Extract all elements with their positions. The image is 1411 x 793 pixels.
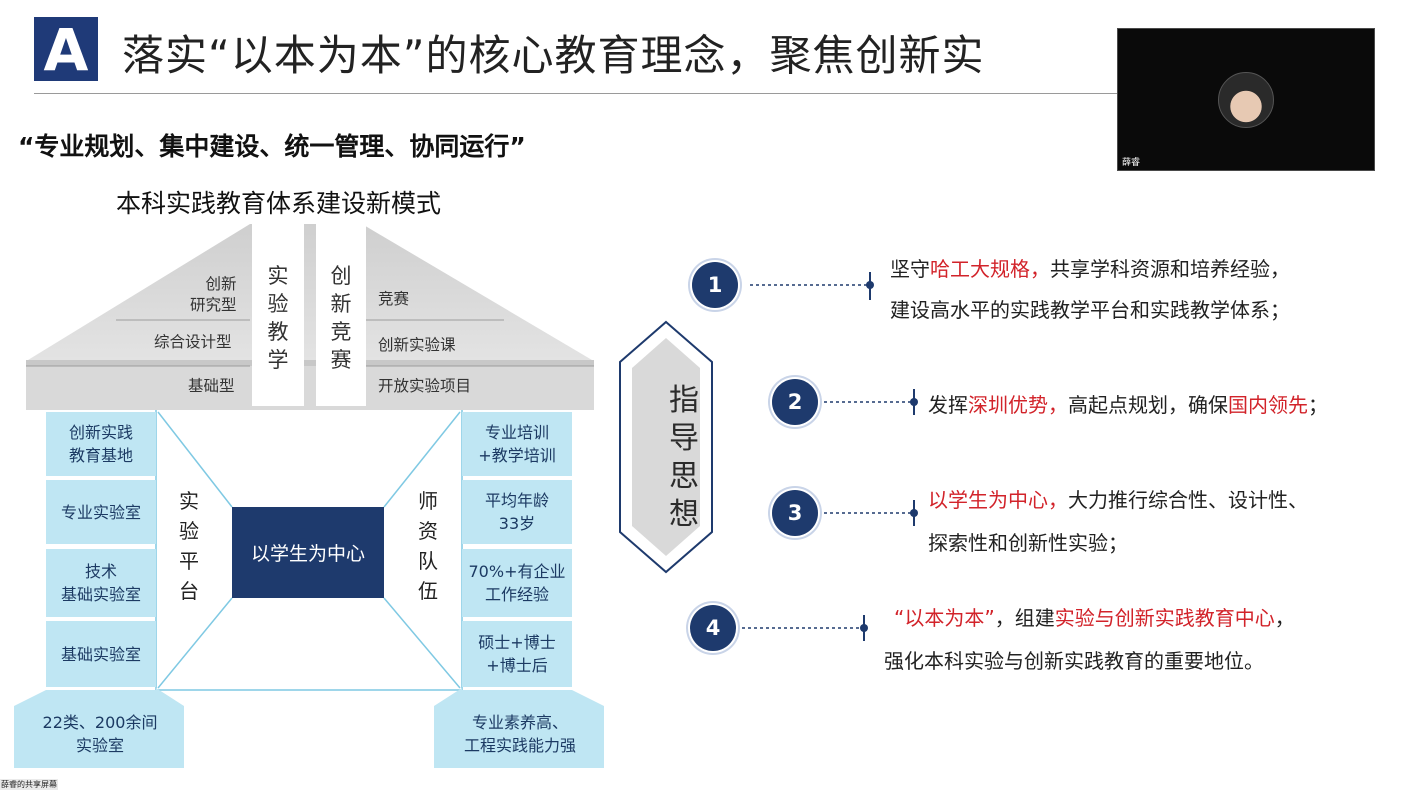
guide-item-2-number: 2 [772, 379, 818, 425]
guide-item-2-line1: 发挥深圳优势，高起点规划，确保国内领先； [928, 393, 1328, 417]
participant-avatar [1218, 72, 1274, 128]
roof-label-innov-course: 创新实验课 [378, 336, 456, 354]
roof-label-design: 综合设计型 [154, 333, 232, 351]
house-diagram: 创新 研究型 综合设计型 基础型 竞赛 创新实验课 开放实验项目 实验 教学 创… [0, 220, 610, 780]
box-professional-lab: 专业实验室 [46, 480, 156, 544]
box-industry-experience: 70%+有企业 工作经验 [462, 549, 572, 617]
box-basic-lab: 基础实验室 [46, 621, 156, 687]
guide-item-3-line1: 以学生为中心，大力推行综合性、设计性、 [928, 488, 1308, 512]
guide-item-3-number: 3 [772, 490, 818, 536]
guide-item-1-number: 1 [692, 262, 738, 308]
box-training: 专业培训 +教学培训 [462, 412, 572, 476]
box-innovation-base: 创新实践 教育基地 [46, 412, 156, 476]
guide-item-1-line1: 坚守哈工大规格，共享学科资源和培养经验， [890, 257, 1290, 281]
guide-item-4-number: 4 [690, 605, 736, 651]
base-right-shape [434, 688, 604, 768]
pillar-innovation-competition: 创新 竞赛 [330, 264, 352, 372]
label-faculty-team: 师资 队伍 [418, 489, 438, 603]
base-left-label: 22类、200余间 实验室 [42, 713, 158, 755]
guide-item-4-line2: 强化本科实验与创新实践教育的重要地位。 [884, 649, 1264, 673]
center-student-box: 以学生为中心 [232, 507, 384, 598]
logo-badge: A [34, 17, 98, 83]
slide-title: 落实“以本为本”的核心教育理念，聚焦创新实 [122, 31, 985, 80]
base-right-label: 专业素养高、 工程实践能力强 [463, 713, 576, 755]
video-tile[interactable]: 薛睿 [1117, 28, 1375, 171]
guide-item-1-line2: 建设高水平的实践教学平台和实践教学体系； [890, 298, 1290, 322]
label-experiment-platform: 实验 平台 [179, 489, 199, 603]
participant-name: 薛睿 [1122, 158, 1141, 168]
slogan: “专业规划、集中建设、统一管理、协同运行” [18, 132, 526, 161]
guide-label: 指导 思想 [669, 383, 699, 532]
pillar-experiment-teaching: 实验 教学 [267, 264, 289, 372]
screen-share-label: 薛睿的共享屏幕 [0, 779, 58, 790]
guide-item-3-line2: 探索性和创新性实验； [928, 531, 1128, 555]
roof-label-open-project: 开放实验项目 [378, 377, 472, 395]
guide-connectors [619, 272, 918, 641]
roof-label-basic: 基础型 [188, 377, 235, 395]
box-average-age: 平均年龄 33岁 [462, 480, 572, 544]
diagram-subtitle: 本科实践教育体系建设新模式 [116, 189, 442, 218]
roof [28, 224, 592, 360]
box-technical-lab: 技术 基础实验室 [46, 549, 156, 617]
roof-eave [26, 360, 594, 410]
roof-label-competition: 竞赛 [378, 290, 410, 308]
base-left-shape [14, 688, 184, 768]
header-divider [34, 93, 1119, 94]
house-shape [14, 222, 604, 768]
guide-item-4-line1: “以本为本”，组建实验与创新实践教育中心， [894, 606, 1295, 630]
box-degrees: 硕士+博士 +博士后 [462, 621, 572, 687]
roof-label-research: 创新 研究型 [190, 275, 237, 314]
